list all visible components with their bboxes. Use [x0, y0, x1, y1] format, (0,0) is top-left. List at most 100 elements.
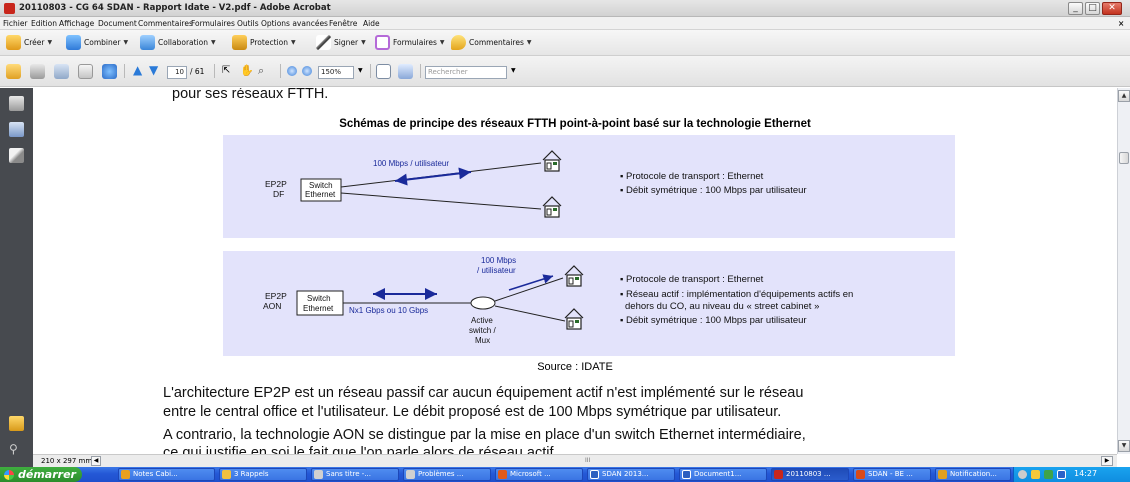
diagram-ep2p-aon: EP2P AON Switch Ethernet Nx1 Gbps ou 10 …: [223, 251, 955, 356]
document-text-line: pour ses réseaux FTTH.: [172, 88, 329, 102]
scroll-thumb[interactable]: [1119, 152, 1129, 164]
fullscreen-icon[interactable]: [398, 64, 413, 79]
app-icon: [222, 470, 231, 479]
taskbar: démarrer Notes Cabi... 3 Rappels Sans ti…: [0, 467, 1130, 482]
system-tray: 14:27: [1013, 467, 1130, 482]
menu-aide[interactable]: Aide: [363, 19, 380, 28]
app-icon: [314, 470, 323, 479]
menu-formulaires[interactable]: Formulaires: [191, 19, 235, 28]
app-icon: [498, 470, 507, 479]
taskbar-item-microsoft[interactable]: Microsoft ...: [495, 468, 583, 481]
menu-commentaires[interactable]: Commentaires: [138, 19, 193, 28]
taskbar-item-problemes[interactable]: Problèmes ...: [403, 468, 491, 481]
collaborate-icon[interactable]: [102, 64, 117, 79]
start-button[interactable]: démarrer: [0, 467, 82, 482]
select-tool-icon[interactable]: ⇱: [222, 65, 231, 76]
scroll-down-icon[interactable]: ▼: [1118, 440, 1130, 452]
taskbar-item-document1[interactable]: Document1...: [679, 468, 767, 481]
vertical-scrollbar[interactable]: ▲ ▼: [1117, 88, 1130, 454]
save-icon[interactable]: [54, 64, 69, 79]
network-icon[interactable]: [1057, 470, 1066, 479]
collaboration-button[interactable]: Collaboration▼: [140, 35, 216, 50]
open-folder-icon[interactable]: [6, 64, 21, 79]
sign-button[interactable]: Signer▼: [316, 35, 366, 50]
zoom-in-icon[interactable]: [302, 66, 312, 76]
app-icon: [406, 470, 415, 479]
pages-icon[interactable]: [9, 96, 24, 111]
signatures-icon[interactable]: [9, 148, 24, 163]
comments-button[interactable]: Commentaires▼: [451, 35, 532, 50]
navigation-panel: ⚲: [0, 88, 33, 467]
zoom-tool-icon[interactable]: ⌕: [258, 64, 265, 77]
zoom-level-select[interactable]: 150%: [318, 66, 354, 79]
diagram2-bullet-2: ▪ Réseau actif : implémentation d'équipe…: [620, 289, 853, 300]
menu-fenetre[interactable]: Fenêtre: [329, 19, 358, 28]
taskbar-item-rappels[interactable]: 3 Rappels: [219, 468, 307, 481]
diagram2-switch-sub: Ethernet: [303, 304, 334, 313]
diagram2-bullet-3: ▪ Débit symétrique : 100 Mbps par utilis…: [620, 315, 807, 326]
taskbar-item-sdan-2013[interactable]: SDAN 2013...: [587, 468, 675, 481]
menu-outils[interactable]: Outils: [237, 19, 259, 28]
page-number-input[interactable]: 10: [167, 66, 187, 79]
diagram2-active-switch-mux: Mux: [475, 336, 490, 345]
create-button[interactable]: Créer▼: [6, 35, 52, 50]
page-total: / 61: [190, 67, 205, 76]
pen-icon: [316, 35, 331, 50]
shield-icon[interactable]: [1044, 470, 1053, 479]
document-close-icon[interactable]: ×: [1118, 19, 1125, 28]
email-icon[interactable]: [78, 64, 93, 79]
menu-fichier[interactable]: Fichier: [3, 19, 28, 28]
search-dropdown-icon[interactable]: ▼: [511, 67, 516, 74]
menu-options-avancees[interactable]: Options avancées: [261, 19, 328, 28]
zoom-out-icon[interactable]: [287, 66, 297, 76]
horizontal-scroll-grip[interactable]: III: [585, 457, 591, 464]
diagram2-bandwidth-sub: / utilisateur: [477, 266, 516, 275]
diagram2-bandwidth: 100 Mbps: [481, 256, 516, 265]
taskbar-item-sdan-be[interactable]: SDAN - BE ...: [853, 468, 931, 481]
clock[interactable]: 14:27: [1074, 469, 1098, 478]
windows-logo-icon: [4, 470, 14, 480]
menu-document[interactable]: Document: [98, 19, 137, 28]
menu-bar: Fichier Edition Affichage Document Comme…: [0, 17, 1130, 30]
taskbar-item-notification[interactable]: Notification...: [935, 468, 1011, 481]
hand-tool-icon[interactable]: ✋: [240, 64, 254, 77]
attachments-icon[interactable]: ⚲: [9, 442, 18, 456]
print-icon[interactable]: [30, 64, 45, 79]
combine-icon: [66, 35, 81, 50]
figure-source: Source : IDATE: [537, 361, 613, 373]
taskbar-item-notes[interactable]: Notes Cabi...: [118, 468, 215, 481]
diagram1-label: EP2P: [265, 179, 287, 189]
diagram2-label-sub: AON: [263, 301, 281, 311]
tray-app-icon[interactable]: [1031, 470, 1040, 479]
diagram1-label-sub: DF: [273, 189, 284, 199]
document-page: pour ses réseaux FTTH. Schémas de princi…: [33, 88, 1117, 454]
diagram1-switch-sub: Ethernet: [305, 190, 336, 199]
fit-width-icon[interactable]: [376, 64, 391, 79]
zoom-dropdown-icon[interactable]: ▼: [358, 67, 363, 74]
taskbar-item-acrobat[interactable]: 20110803 ...: [771, 468, 849, 481]
create-pdf-icon: [6, 35, 21, 50]
acrobat-icon: [4, 3, 15, 14]
maximize-button[interactable]: □: [1085, 2, 1100, 15]
app-icon: [682, 470, 691, 479]
bookmarks-icon[interactable]: [9, 122, 24, 137]
app-icon: [590, 470, 599, 479]
comments-panel-icon[interactable]: [9, 416, 24, 431]
combine-button[interactable]: Combiner▼: [66, 35, 128, 50]
scroll-right-icon[interactable]: ▶: [1101, 456, 1113, 466]
paragraph-1-line-2: entre le central office et l'utilisateur…: [163, 404, 782, 420]
menu-edition[interactable]: Edition: [31, 19, 57, 28]
scroll-up-icon[interactable]: ▲: [1118, 90, 1130, 102]
scroll-left-icon[interactable]: ◀: [91, 456, 101, 466]
status-bar: 210 x 297 mm ◀ III ▶: [33, 454, 1117, 467]
previous-page-icon[interactable]: ▲: [133, 63, 143, 77]
taskbar-item-sans-titre[interactable]: Sans titre -...: [311, 468, 399, 481]
next-page-icon[interactable]: ▼: [149, 63, 159, 77]
search-input[interactable]: Rechercher: [425, 66, 507, 79]
close-button[interactable]: ✕: [1102, 2, 1122, 15]
forms-button[interactable]: Formulaires▼: [375, 35, 444, 50]
menu-affichage[interactable]: Affichage: [59, 19, 95, 28]
tray-expand-icon[interactable]: [1018, 470, 1027, 479]
minimize-button[interactable]: _: [1068, 2, 1083, 15]
protection-button[interactable]: Protection▼: [232, 35, 296, 50]
